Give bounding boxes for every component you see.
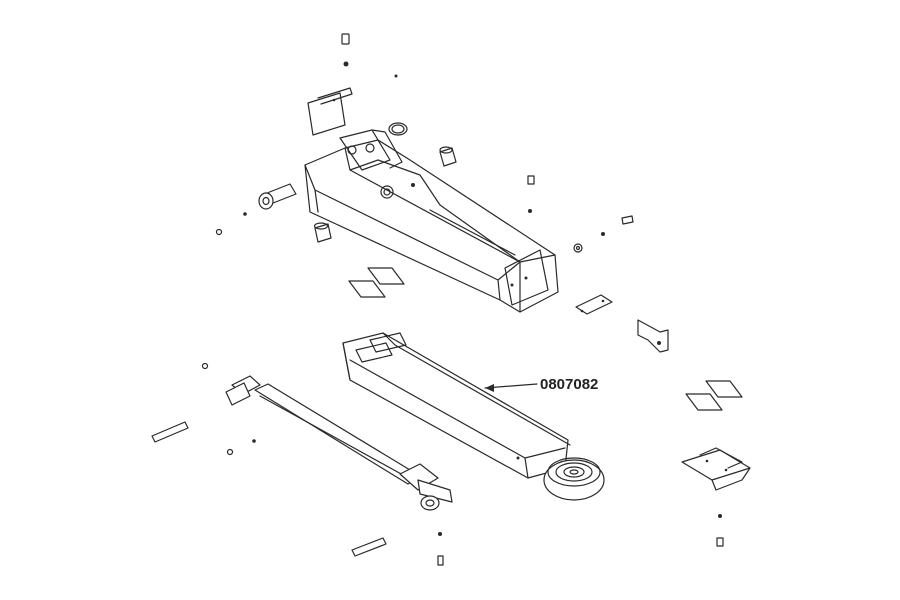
hydraulic-cylinder (225, 375, 453, 511)
pin-left-lower (351, 537, 387, 557)
pin-left-upper (151, 421, 189, 443)
angle-bracket (637, 319, 669, 353)
top-bolt (341, 33, 398, 78)
bushing-right (439, 146, 457, 167)
snap-ring (388, 122, 408, 136)
nut-left (243, 212, 247, 216)
roller-bushing (313, 222, 332, 243)
lower-arm-0807082 (342, 332, 571, 479)
part-callout: 0807082 (484, 376, 598, 393)
saddle-pad (543, 457, 605, 501)
part-number-label: 0807082 (540, 376, 598, 393)
nut-lower-right (718, 514, 722, 518)
flanged-pin (258, 183, 297, 210)
lifting-arm-frame (304, 129, 559, 313)
pad-plate-right (575, 294, 613, 315)
washer-left (215, 228, 223, 236)
lower-fasteners (201, 362, 444, 566)
bracket-plate (307, 87, 353, 136)
bolt-lower-right (716, 537, 724, 547)
pads-upper (348, 267, 405, 298)
mounting-plate (681, 447, 751, 491)
right-small-parts (527, 175, 634, 253)
pads-lower-right (685, 380, 743, 411)
